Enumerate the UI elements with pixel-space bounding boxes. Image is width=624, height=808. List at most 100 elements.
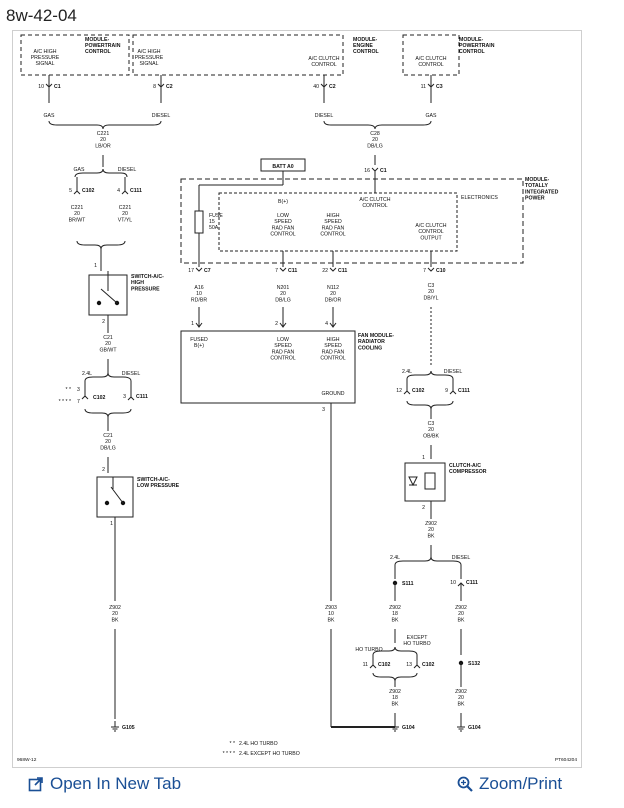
fan-low-label: RAD FAN [272,349,295,355]
c102-top-conn-name: C102 [82,188,95,194]
wire-c221-vtyl: C221 [119,205,132,211]
variant-bracket-c102-right [406,370,454,380]
variant-bracket-s111 [394,556,462,566]
c111-mid-conn-name: C111 [136,394,148,400]
fan-pin-symbol [329,322,337,328]
wire-c3-dbyl: C3 [428,283,435,289]
ecm-conn-name: C2 [329,84,336,90]
c102-right-conn-symbol [403,390,411,395]
pcm-right-conn-pin: 11 [421,84,426,90]
fan-module-title: FAN MODULE- [358,333,394,339]
ecm-title: ENGINE [353,43,373,49]
clutch-diode-symbol [408,476,418,487]
pcm-left-pin-label: A/C HIGH [33,49,56,55]
tipm-low-label: LOW [277,213,289,219]
c102-mid-stars2: * * [66,387,71,393]
tipm-high-label: RAD FAN [322,225,345,231]
c102-bot-conn-b-name: C102 [422,662,435,668]
variant-bracket-c102-bot-b [372,672,418,682]
sw-high-contact [96,300,102,306]
fan-module-box [180,330,356,404]
wire-z903: BK [328,617,335,623]
s111-label: S111 [402,581,414,587]
c111-mid-conn-pin: 3 [123,394,126,400]
tipm-title: INTEGRATED [525,189,559,195]
wire-c21-dblg: 20 [105,439,111,445]
wire-z902-a: 20 [428,527,434,533]
variant-bracket-c102-right-b [406,400,454,410]
sw-low-pin-bot: 1 [110,521,113,527]
fan-high-label: SPEED [324,343,342,349]
clutch-pin-bot: 2 [422,505,425,511]
tipm-low-label: RAD FAN [272,225,295,231]
c111-s111-conn-pin: 10 [450,580,456,586]
variant-gas-left: GAS [44,113,55,119]
wire-c3-dbyl: DB/YL [424,295,439,301]
pcm-top-pin-label: A/C HIGH [137,49,160,55]
wire-n112: 20 [330,291,336,297]
wire-n201: 20 [280,291,286,297]
legend-text: 2.4L HO TURBO [239,741,278,747]
wire-z902-left: BK [112,617,119,623]
fan-low-label: CONTROL [270,356,295,362]
wire-z903: Z903 [325,605,337,611]
wire-z902-b2: 20 [458,695,464,701]
wire-c21-gbwt: 20 [105,341,111,347]
tipm-clutch-ctrl-label: CONTROL [362,203,387,209]
variant-bracket-c102-mid [84,372,132,382]
tipm-high-label: CONTROL [320,232,345,238]
tipm-low-label: SPEED [274,219,292,225]
variant-gas-right: GAS [426,113,437,119]
tipm-electronics-label: ELECTRONICS [461,195,498,201]
batt-label: BATT A0 [272,164,293,170]
pcm-right-pin-label: A/C CLUTCH [415,56,446,62]
corner-right-code: PT604204 [555,757,577,763]
c111-right-conn-name: C111 [458,388,470,394]
s111-24l: 2.4L [390,555,400,561]
c102-bot-ho: HO TURBO [355,647,382,653]
s111-diesel: DIESEL [452,555,471,561]
zoom-print-link[interactable]: Zoom/Print [457,774,562,794]
tipm-low-label: CONTROL [270,232,295,238]
fuse-label: 15 [209,219,215,225]
c102-top-conn-symbol [73,190,81,195]
wire-z902-b1: BK [392,701,399,707]
variant-bracket-c221 [76,240,126,250]
tipm-high-label: SPEED [324,219,342,225]
wire-z903: 10 [328,611,334,617]
wire-c221-vtyl: 20 [122,211,128,217]
tipm-c10-conn-name: C10 [436,268,446,274]
wire-z902-right: BK [458,617,465,623]
sw-low-pin-top: 2 [102,467,105,473]
c102-bot-except: HO TURBO [403,641,430,647]
tipm-c11a-conn-name: C11 [288,268,297,274]
pcm-left-pin-label: SIGNAL [35,61,54,67]
tipm-title: MODULE- [525,177,549,183]
wire-c28-dblg: 20 [372,137,378,143]
corner-left-code: 968W-12 [17,757,37,763]
ecm-title: MODULE- [353,37,377,43]
variant-diesel-right: DIESEL [315,113,334,119]
c111-top-conn-name: C111 [130,188,142,194]
c111-right-conn-symbol [449,390,457,395]
fan-pin-ground: 3 [322,407,325,413]
c102-bot-conn-a-pin: 11 [363,662,368,668]
c102-right-conn-name: C102 [412,388,425,394]
wire-a16: 10 [196,291,202,297]
tipm-high-label: HIGH [327,213,340,219]
legend-symbol: * * [230,741,235,747]
fan-low-label: LOW [277,337,289,343]
variant-bracket-c102-bot [372,646,418,656]
ecm-conn-pin: 40 [313,84,319,90]
tipm-c10-conn-pin: 7 [423,268,426,274]
wire-a16: A16 [194,285,203,291]
tipm-box [180,178,524,264]
tipm-clutch-ctrl-label: A/C CLUTCH [359,197,390,203]
ecm-pin-label: CONTROL [311,62,336,68]
c102-mid-diesel: DIESEL [122,371,141,377]
open-in-new-tab-link[interactable]: Open In New Tab [28,774,181,794]
wire-c21-gbwt: GB/WT [99,347,117,353]
pcm-left-title: MODULE- [85,37,109,43]
c102-mid-name: C102 [93,395,106,401]
